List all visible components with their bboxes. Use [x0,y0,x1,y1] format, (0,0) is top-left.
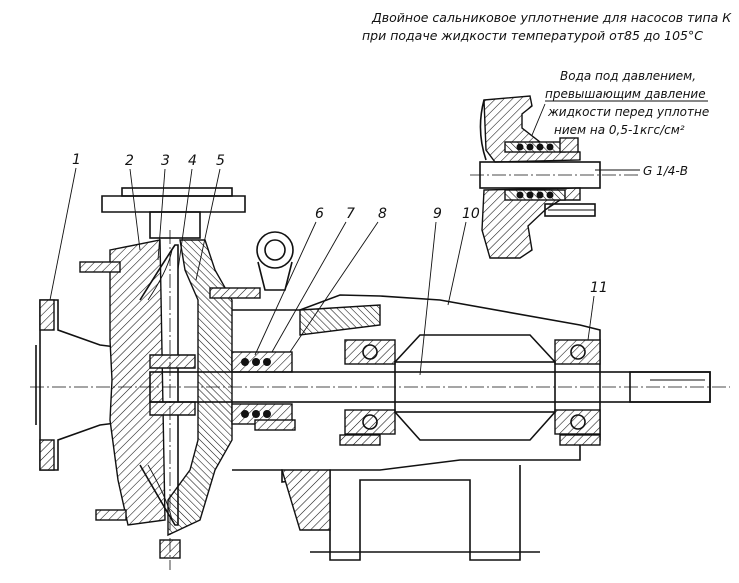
inset-seal-detail: Вода под давлением, превышающим давление… [470,69,709,259]
callout-5: 5 [216,153,225,169]
callouts: 1 2 3 4 5 6 7 8 9 10 11 [49,152,608,376]
callout-4: 4 [188,153,197,169]
callout-9: 9 [433,206,442,222]
callout-7: 7 [346,206,355,222]
callout-10: 10 [462,206,480,222]
inset-note-line-2: превышающим давление [545,87,706,101]
inset-note-line-1: Вода под давлением, [560,69,696,83]
caption-line-1: Двойное сальниковое уплотнение для насос… [371,10,732,25]
callout-11: 11 [590,280,608,296]
inset-note-line-4: нием на 0,5-1кгс/см² [554,123,685,137]
callout-2: 2 [125,153,134,169]
callout-3: 3 [161,153,170,169]
caption-line-2: при подаче жидкости температурой от85 до… [362,28,703,43]
caption: Двойное сальниковое уплотнение для насос… [362,10,732,43]
pump-section [30,187,730,570]
callout-6: 6 [315,206,324,222]
inset-note-line-3: жидкости перед уплотне [547,105,709,119]
thread-label: G 1/4-B [643,164,688,178]
callout-8: 8 [378,206,387,222]
callout-1: 1 [72,152,81,168]
